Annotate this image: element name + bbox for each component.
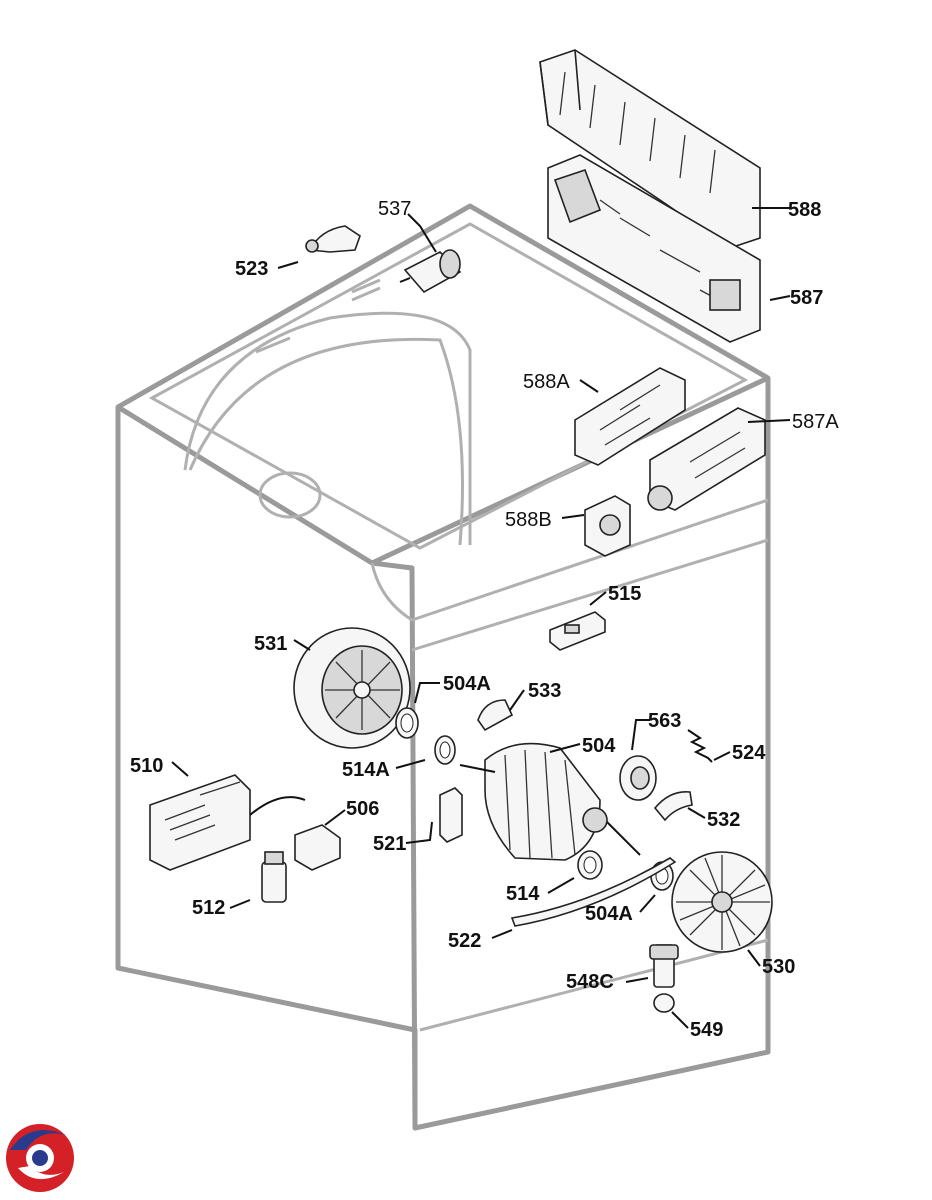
label-522: 522 <box>448 930 481 952</box>
label-506: 506 <box>346 798 379 820</box>
label-515: 515 <box>608 583 641 605</box>
part-labels: 537 523 588 587 588A 587A 588B 515 531 5… <box>130 198 839 1041</box>
part-514-seal <box>577 850 603 880</box>
label-587A: 587A <box>792 411 839 433</box>
label-510: 510 <box>130 755 163 777</box>
dryer-cabinet <box>115 203 771 1131</box>
part-533-bracket <box>477 699 514 732</box>
part-588-cover <box>539 49 761 249</box>
part-512-capacitor <box>261 851 287 903</box>
label-563: 563 <box>648 710 681 732</box>
label-521: 521 <box>373 833 406 855</box>
part-588A-bracket <box>574 367 686 466</box>
label-514: 514 <box>506 883 540 905</box>
label-531: 531 <box>254 633 287 655</box>
label-588A: 588A <box>523 371 570 393</box>
part-587A-board <box>647 407 766 511</box>
label-530: 530 <box>762 956 795 978</box>
part-504A-seal-top <box>395 707 419 739</box>
part-563-pulley <box>619 755 657 801</box>
part-514A-seal <box>434 735 456 765</box>
part-524-spring <box>687 729 713 763</box>
label-523: 523 <box>235 258 268 280</box>
label-533: 533 <box>528 680 561 702</box>
part-523-clip <box>305 225 361 253</box>
label-504A-bottom: 504A <box>585 903 633 925</box>
label-514A: 514A <box>342 759 390 781</box>
label-512: 512 <box>192 897 225 919</box>
part-522-belt <box>510 857 677 927</box>
brand-swirl-icon <box>6 1124 74 1192</box>
label-549: 549 <box>690 1019 723 1041</box>
label-588B: 588B <box>505 509 552 531</box>
part-521-sensor <box>439 787 463 843</box>
label-548C: 548C <box>566 971 614 993</box>
part-506-relay <box>294 824 341 871</box>
label-537: 537 <box>378 198 411 220</box>
part-531-fan-wheel <box>293 627 411 749</box>
label-524: 524 <box>732 742 766 764</box>
part-537-capacitor <box>399 249 462 294</box>
label-587: 587 <box>790 287 823 309</box>
label-504A-top: 504A <box>443 673 491 695</box>
part-515-switch <box>549 611 606 651</box>
part-504-motor <box>459 742 641 861</box>
part-510-heater <box>149 774 306 871</box>
label-532: 532 <box>707 809 740 831</box>
part-548C-foot <box>649 944 679 988</box>
part-532-bearing-half <box>653 791 693 822</box>
label-588: 588 <box>788 199 821 221</box>
leader-lines <box>171 207 791 1029</box>
part-549-cap <box>653 993 675 1013</box>
part-588B-housing <box>584 495 631 557</box>
label-504: 504 <box>582 735 616 757</box>
part-530-fan-wheel <box>671 851 773 953</box>
part-587-control-board <box>547 154 761 343</box>
